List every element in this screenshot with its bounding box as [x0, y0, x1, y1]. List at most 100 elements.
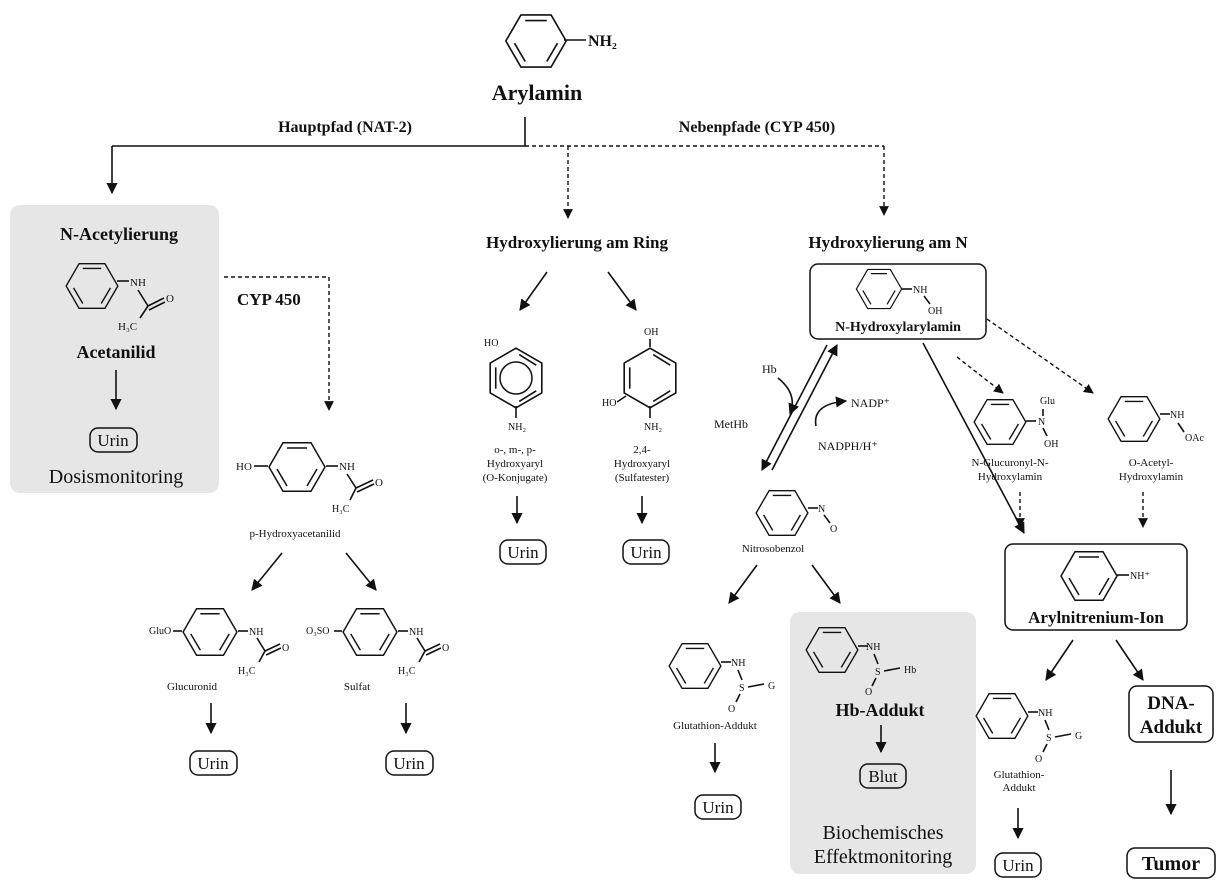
ngl-o: O: [1035, 754, 1042, 765]
arrow-to-dna: [1115, 639, 1144, 681]
effect-monitoring-line1: Biochemisches: [822, 822, 943, 844]
oharyl-nh2: NH₂: [508, 422, 526, 433]
hbadd-nh: NH: [866, 642, 880, 653]
arrow-to-24-aryl: [607, 271, 637, 311]
effect-monitoring-line2: Effektmonitoring: [814, 846, 953, 868]
urine-box: [622, 539, 670, 565]
arrow-to-nitrenium-glut: [1045, 639, 1074, 681]
methb-label: MetHb: [714, 417, 748, 431]
n-hydroxyarylamine-box: [809, 263, 987, 340]
aryl24-line3: (Sulfatester): [615, 472, 670, 484]
urine-label: Urin: [1002, 856, 1034, 875]
nitroso-n: N: [818, 504, 825, 515]
urine-box: [499, 539, 547, 565]
benzene-ring-icon: [182, 607, 238, 657]
glucuronide-label: Glucuronid: [167, 681, 218, 693]
aryl24-ho: HO: [602, 398, 616, 409]
urine-label: Urin: [393, 754, 425, 773]
arrow-to-hb-adduct: [811, 564, 841, 604]
acetanilide-o: O: [166, 293, 174, 305]
urine-label: Urin: [702, 798, 734, 817]
hb-label: Hb: [762, 362, 777, 376]
urine-box: [994, 852, 1042, 878]
glucuronyl-glu: Glu: [1040, 396, 1055, 407]
ring-hydroxylation-heading: Hydroxylierung am Ring: [486, 233, 668, 252]
urine-label: Urin: [630, 543, 662, 562]
dna-adduct-box: [1128, 685, 1214, 743]
phydroxy-label: p-Hydroxyacetanilid: [249, 528, 341, 540]
urine-label: Urin: [97, 431, 129, 450]
aryl24-nh2: NH₂: [644, 422, 662, 433]
phydroxy-ho: HO: [236, 461, 252, 473]
ngl-g: G: [1075, 731, 1082, 742]
nitrenium-label: Arylnitrenium-Ion: [1028, 608, 1164, 627]
glucuronyl-line2: Hydroxylamin: [978, 471, 1043, 483]
nitrenium-box: [1004, 543, 1188, 631]
sulfate-o: O: [442, 643, 449, 654]
benzene-ring-icon: [668, 642, 722, 690]
arylamine-title: Arylamin: [492, 80, 582, 105]
glucuronide-o: O: [282, 643, 289, 654]
blood-label: Blut: [868, 767, 898, 786]
acetyl-oac: OAc: [1185, 433, 1204, 444]
ngl-nh: NH: [1038, 708, 1052, 719]
cyp-label: CYP 450: [237, 290, 301, 309]
glucuronide-prefix: GluO: [149, 626, 171, 637]
benzene-ring-icon: [855, 268, 903, 310]
arrow-to-sulfate: [345, 552, 377, 591]
nadph-label: NADPH/H⁺: [818, 439, 878, 453]
n-hydroxylation-heading: Hydroxylierung am N: [808, 233, 968, 252]
sulfate-label: Sulfat: [344, 681, 370, 693]
phydroxy-o: O: [375, 477, 383, 489]
phydroxy-h3c: H₃C: [332, 504, 350, 515]
sulfate-h3c: H₃C: [398, 666, 416, 677]
glucuronyl-n: N: [1038, 417, 1045, 428]
arrow-to-glucuronide: [251, 552, 283, 591]
nitrosobenzene-label: Nitrosobenzol: [742, 543, 804, 555]
benzene-ring-icon: [342, 607, 398, 657]
glut-s: S: [739, 683, 745, 694]
main-path-label: Hauptpfad (NAT-2): [278, 119, 412, 136]
tumor-box: [1126, 847, 1216, 879]
ngl-line1: Glutathion-: [994, 769, 1045, 781]
acetyl-line2: Hydroxylamin: [1119, 471, 1184, 483]
glut-g: G: [768, 681, 775, 692]
arrow-to-acetyl: [986, 318, 1094, 394]
hb-adduct-label: Hb-Addukt: [835, 700, 924, 720]
nadp-label: NADP⁺: [851, 396, 890, 410]
arylamine-formula: NH₂: [588, 33, 617, 50]
arrow-back-to-nhoh: [771, 344, 838, 471]
arrow-nhoh-to-nitrenium: [922, 342, 1025, 534]
cyp-dashed-arrow: [224, 276, 334, 411]
benzene-ring-icon: [623, 347, 677, 409]
blood-box: [859, 763, 907, 789]
nitroso-o: O: [830, 524, 837, 535]
glucuronyl-oh: OH: [1044, 439, 1058, 450]
glutathione-adduct-label: Glutathion-Addukt: [673, 720, 757, 732]
sulfate-prefix: O₃SO: [306, 626, 330, 637]
urine-box: [189, 750, 238, 776]
ngl-s: S: [1046, 733, 1052, 744]
acetanilide-nh: NH: [130, 277, 146, 289]
urine-label: Urin: [197, 754, 229, 773]
benzene-ring-icon: [755, 489, 809, 537]
benzene-ring-icon: [1107, 395, 1161, 443]
glut-o: O: [728, 704, 735, 715]
glut-nh: NH: [731, 658, 745, 669]
oharyl-line3: (O-Konjugate): [483, 472, 548, 484]
acetylation-panel: [10, 205, 219, 493]
hbadd-o: O: [865, 687, 872, 698]
glucuronide-h3c: H₃C: [238, 666, 256, 677]
nitrenium-nh: NH⁺: [1130, 571, 1150, 582]
dosismonitoring-label: Dosismonitoring: [49, 466, 183, 488]
aryl24-oh: OH: [644, 327, 658, 338]
glucuronyl-line1: N-Glucuronyl-N-: [972, 457, 1049, 469]
phydroxy-nh: NH: [339, 461, 355, 473]
urine-box: [89, 427, 138, 453]
n-hydroxyarylamine-label: N-Hydroxylarylamin: [835, 320, 961, 335]
acetanilide-label: Acetanilid: [77, 342, 156, 362]
tumor-label: Tumor: [1142, 853, 1200, 875]
arrow-to-glutathione: [728, 564, 758, 604]
